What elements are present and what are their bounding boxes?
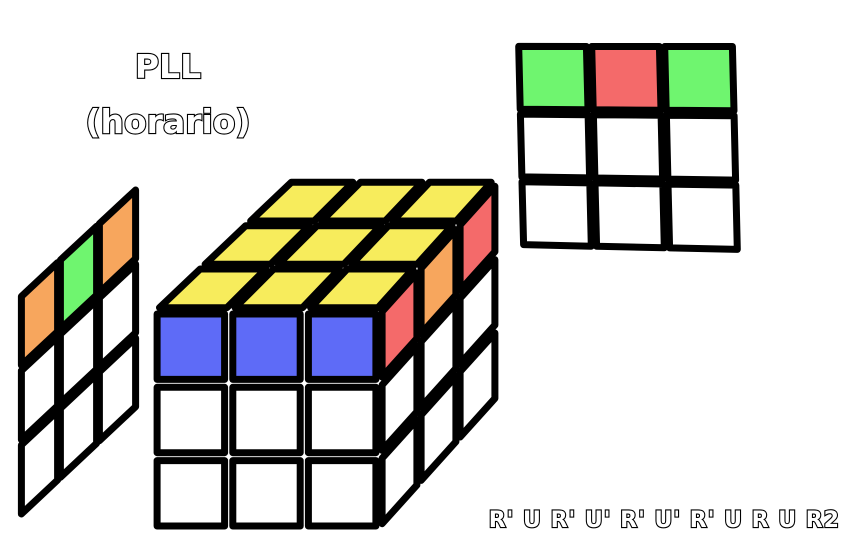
- back-face-sticker-0-1: [588, 43, 665, 114]
- left-face-grid: [17, 186, 140, 518]
- cube-right-sticker-0-1: [417, 226, 460, 338]
- left-face-sticker-1-0: [17, 333, 62, 444]
- cube-top-sticker-0-1: [318, 178, 426, 225]
- cube-top-sticker-1-0: [201, 222, 313, 268]
- cube-right-sticker-2-2: [456, 329, 499, 441]
- cube-front-sticker-0-2: [304, 310, 380, 383]
- back-face-sticker-1-2: [662, 111, 740, 184]
- back-face-sticker-2-0: [518, 178, 595, 250]
- cube-front-sticker-2-0: [153, 457, 229, 530]
- cube-right-sticker-2-0: [378, 416, 421, 528]
- back-face-sticker-2-1: [591, 179, 668, 252]
- cube-right-sticker-1-0: [378, 342, 421, 454]
- cube-top-sticker-0-2: [389, 178, 495, 225]
- cube-front-sticker-0-0: [153, 310, 229, 383]
- cube-front-face: [153, 310, 380, 530]
- left-face-sticker-2-1: [56, 371, 101, 481]
- cube-right-sticker-0-0: [378, 269, 421, 381]
- cube-top-sticker-1-2: [348, 222, 456, 268]
- left-face-sticker-0-2: [95, 186, 140, 296]
- cube-right-sticker-1-2: [456, 256, 499, 368]
- cube-right-face: [378, 182, 499, 528]
- back-face-grid: [515, 42, 741, 253]
- left-face-sticker-1-2: [95, 260, 140, 371]
- cube-front-sticker-2-2: [304, 457, 380, 530]
- cube-right-sticker-0-2: [456, 182, 499, 294]
- cube-front-sticker-0-1: [229, 310, 304, 383]
- left-face-sticker-2-2: [95, 334, 140, 445]
- back-face-sticker-1-1: [589, 111, 667, 183]
- cube-right-sticker-1-1: [417, 299, 460, 411]
- back-face-sticker-2-2: [664, 180, 741, 253]
- left-face-sticker-0-1: [56, 222, 101, 333]
- cube-top-face: [156, 178, 495, 312]
- back-face-sticker-0-0: [515, 42, 592, 114]
- cube-front-sticker-1-0: [153, 383, 229, 457]
- cube-top-sticker-1-1: [274, 222, 385, 268]
- cube-front-sticker-1-1: [229, 383, 304, 457]
- back-face-sticker-1-0: [516, 110, 594, 182]
- cube: [153, 178, 499, 530]
- left-face-sticker-2-0: [17, 407, 62, 518]
- cube-top-sticker-2-0: [156, 265, 270, 312]
- left-face-sticker-0-0: [17, 259, 62, 369]
- cube-right-sticker-2-1: [417, 372, 460, 484]
- algorithm-notation: R' U R' U' R' U' R' U R U R2: [489, 508, 840, 533]
- title-pll: PLL: [135, 47, 201, 86]
- back-face-sticker-0-2: [661, 43, 738, 115]
- cube-front-sticker-2-1: [229, 457, 304, 530]
- cube-top-sticker-2-1: [231, 265, 343, 312]
- cube-front-sticker-1-2: [304, 383, 380, 457]
- title-subtitle: (horario): [85, 102, 250, 141]
- cube-top-sticker-0-0: [247, 178, 357, 225]
- left-face-sticker-1-1: [56, 296, 101, 407]
- cube-top-sticker-2-2: [307, 265, 417, 312]
